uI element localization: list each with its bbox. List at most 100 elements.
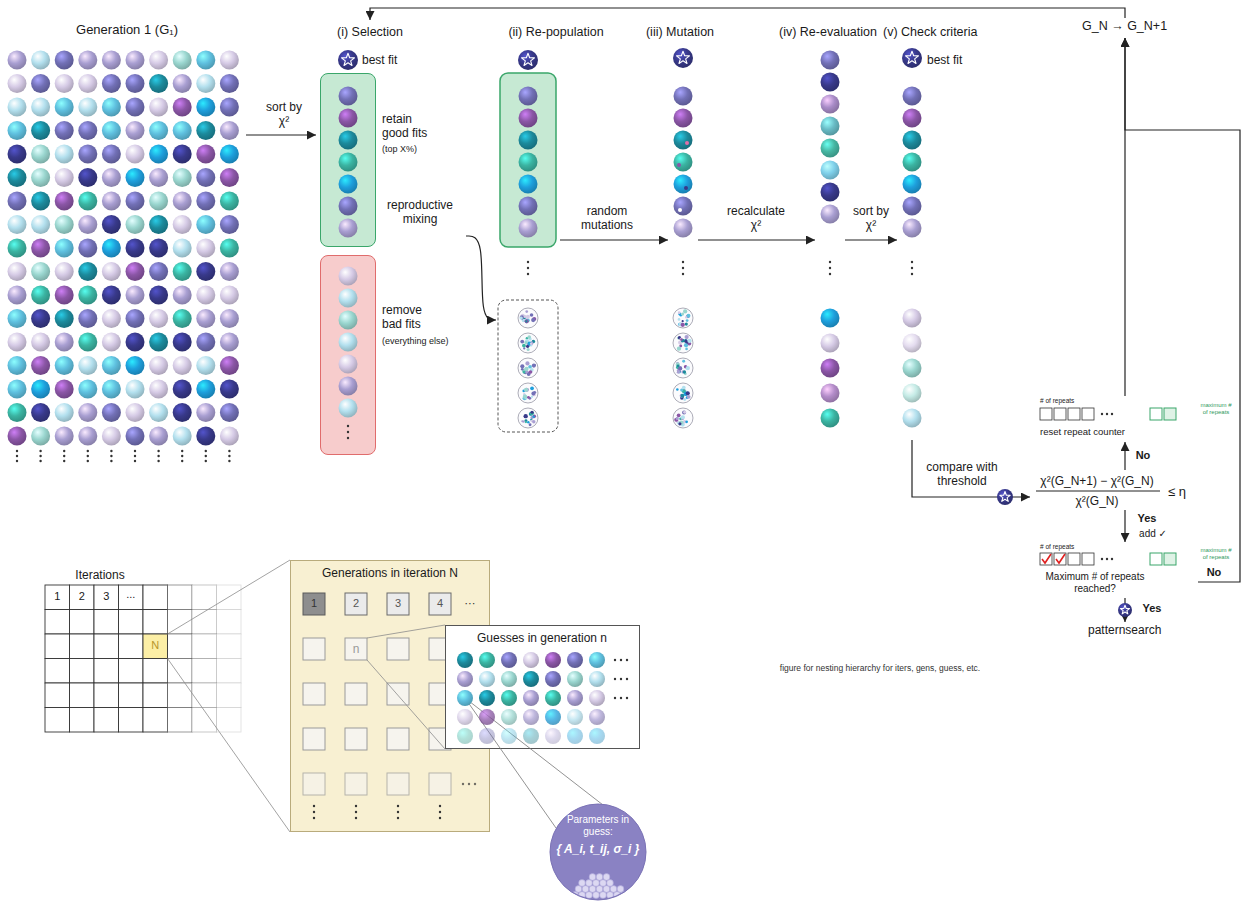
- guess-sphere: [457, 652, 473, 668]
- guess-sphere: [149, 215, 168, 234]
- continuation-dot: [181, 460, 183, 462]
- gene-speck: [681, 415, 685, 419]
- parameter-bead: [614, 892, 621, 899]
- continuation-dot: [134, 450, 136, 452]
- guess-sphere: [8, 51, 27, 70]
- iteration-cell: [119, 585, 144, 610]
- guess-sphere: [78, 98, 97, 117]
- iteration-cell: [192, 659, 217, 684]
- gene-speck: [680, 338, 682, 340]
- gene-speck: [678, 422, 681, 425]
- continuation-dot: [110, 460, 112, 462]
- parameter-bead: [586, 880, 593, 887]
- generation-cell: [387, 773, 409, 795]
- generation-cell: [345, 638, 367, 660]
- parameter-bead: [596, 886, 603, 893]
- iteration-cell: [70, 708, 95, 733]
- continuation-dot: [134, 455, 136, 457]
- mixed-sphere: [518, 358, 538, 378]
- gene-speck: [682, 411, 686, 415]
- continuation-dot: [468, 783, 470, 785]
- gene-speck: [681, 323, 685, 327]
- continuation-dot: [110, 455, 112, 457]
- guess-sphere: [523, 728, 539, 744]
- mixed-sphere: [673, 308, 693, 328]
- iteration-grid: Iterations: [43, 566, 243, 734]
- mutation-dot: [685, 141, 689, 145]
- guess-sphere: [126, 262, 145, 281]
- retained-box: [500, 73, 556, 247]
- guess-sphere: [545, 690, 561, 706]
- guess-sphere: [339, 355, 358, 374]
- parameter-bead: [579, 892, 586, 899]
- guess-sphere: [8, 262, 27, 281]
- guess-sphere: [196, 121, 215, 140]
- iteration-cell: [70, 659, 95, 684]
- guess-sphere: [78, 380, 97, 399]
- iteration-cell: [94, 585, 119, 610]
- parameter-bead: [600, 892, 607, 899]
- guess-sphere: [339, 311, 358, 330]
- guess-sphere: [339, 197, 358, 216]
- guess-sphere: [31, 309, 50, 328]
- gene-speck: [525, 361, 529, 365]
- continuation-dot: [626, 659, 628, 661]
- guess-sphere: [78, 168, 97, 187]
- gene-speck: [680, 394, 684, 398]
- guess-sphere: [126, 380, 145, 399]
- guess-sphere: [149, 98, 168, 117]
- guess-sphere: [501, 652, 517, 668]
- gene-speck: [681, 339, 685, 343]
- stage-heading: (v) Check criteria: [883, 25, 977, 40]
- generation-cell: [387, 593, 409, 615]
- guess-sphere: [196, 215, 215, 234]
- guess-sphere: [821, 95, 840, 114]
- guess-sphere: [674, 197, 693, 216]
- gene-speck: [527, 396, 530, 399]
- guess-sphere: [196, 192, 215, 211]
- guess-sphere: [126, 239, 145, 258]
- guess-sphere: [126, 356, 145, 375]
- guess-sphere: [196, 356, 215, 375]
- guess-sphere: [126, 286, 145, 305]
- guess-sphere: [102, 215, 121, 234]
- continuation-dot: [39, 455, 41, 457]
- guess-sphere: [31, 51, 50, 70]
- guess-sphere: [55, 215, 74, 234]
- continuation-dot: [911, 267, 913, 269]
- guess-sphere: [31, 168, 50, 187]
- guess-sphere: [501, 728, 517, 744]
- guess-sphere: [55, 239, 74, 258]
- guess-sphere: [78, 239, 97, 258]
- gene-speck: [683, 411, 686, 414]
- guess-sphere: [78, 192, 97, 211]
- guess-sphere: [196, 333, 215, 352]
- guess-sphere: [102, 121, 121, 140]
- parameter-bead: [621, 892, 628, 899]
- iteration-cell: [94, 659, 119, 684]
- gene-speck: [524, 414, 528, 418]
- parameter-set: { A_i, t_ij, σ_i }: [554, 842, 642, 856]
- guess-sphere: [8, 403, 27, 422]
- guess-sphere: [220, 215, 239, 234]
- stage-column: (iii) Mutation: [668, 45, 698, 440]
- gene-speck: [678, 423, 681, 426]
- guess-sphere: [31, 356, 50, 375]
- guess-sphere: [339, 87, 358, 106]
- cell-number: 4: [437, 597, 443, 610]
- gene-speck: [530, 313, 534, 317]
- connector-label: No: [1136, 449, 1151, 462]
- guess-sphere: [173, 380, 192, 399]
- guess-sphere: [55, 262, 74, 281]
- guess-sphere: [8, 215, 27, 234]
- guess-sphere: [149, 380, 168, 399]
- gene-speck: [680, 389, 683, 392]
- guess-sphere: [457, 728, 473, 744]
- guess-sphere: [479, 690, 495, 706]
- connector-label: random mutations: [572, 204, 642, 233]
- gene-speck: [532, 415, 536, 419]
- circle-title: Parameters in guess:: [561, 814, 635, 838]
- counter-box: [1054, 408, 1066, 420]
- guess-sphere: [8, 98, 27, 117]
- guess-sphere: [903, 131, 922, 150]
